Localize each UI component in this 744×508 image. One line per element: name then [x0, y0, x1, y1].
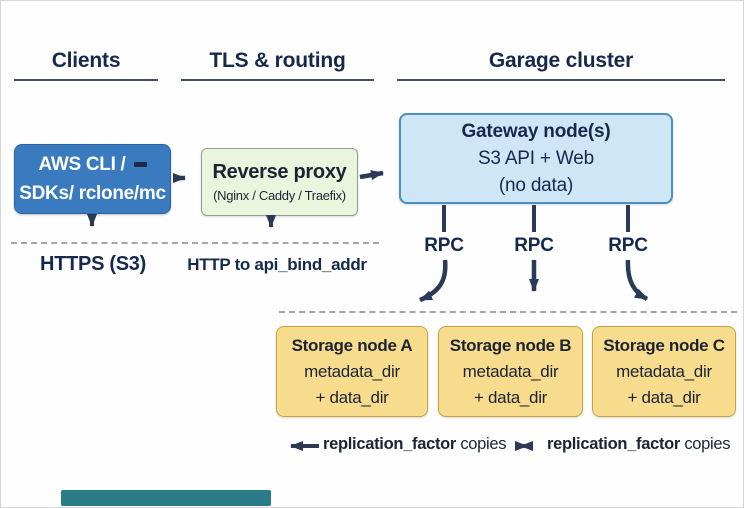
replication-label-1: replication_factor copies	[323, 435, 507, 454]
storage-node-c-title: Storage node C	[603, 335, 725, 355]
gateway-line2: S3 API + Web	[477, 148, 595, 169]
reverse-proxy-box: Reverse proxy (Nginx / Caddy / Traefix)	[201, 148, 358, 216]
header-clients: Clients	[14, 49, 158, 81]
arrow-rpc-left-curved	[419, 259, 448, 303]
divider-dashed-right	[279, 311, 737, 313]
gateway-title: Gateway node(s)	[461, 121, 611, 142]
replication-label-2: replication_factor copies	[547, 435, 731, 454]
header-garage-cluster: Garage cluster	[397, 49, 725, 81]
reverse-proxy-title: Reverse proxy	[212, 161, 347, 183]
header-tls-routing: TLS & routing	[181, 49, 374, 81]
divider-dashed-left	[11, 242, 379, 244]
replication-label-1-bold: replication_factor	[323, 435, 457, 453]
gateway-line3: (no data)	[498, 175, 574, 196]
client-box-line1-text: AWS CLI /	[38, 154, 126, 175]
storage-node-a: Storage node A metadata_dir + data_dir	[276, 326, 428, 417]
storage-node-b: Storage node B metadata_dir + data_dir	[438, 326, 583, 417]
storage-node-b-line2: metadata_dir	[462, 361, 559, 381]
replication-label-2-bold: replication_factor	[547, 435, 681, 453]
storage-node-a-line2: metadata_dir	[304, 361, 400, 381]
storage-node-a-title: Storage node A	[291, 335, 413, 355]
progress-bar[interactable]	[61, 490, 271, 506]
rpc-label-2: RPC	[514, 235, 554, 256]
gateway-box: Gateway node(s) S3 API + Web (no data)	[399, 113, 673, 204]
storage-node-b-line3: + data_dir	[473, 387, 548, 407]
storage-node-a-line3: + data_dir	[315, 387, 389, 407]
client-box-line1: AWS CLI /	[38, 150, 147, 179]
replication-label-1-rest: copies	[456, 435, 507, 453]
label-http-bind-addr: HTTP to api_bind_addr	[187, 255, 367, 274]
storage-node-c: Storage node C metadata_dir + data_dir	[592, 326, 736, 417]
minus-icon	[133, 162, 147, 167]
label-https-s3: HTTPS (S3)	[40, 253, 146, 275]
reverse-proxy-subtitle: (Nginx / Caddy / Traefix)	[213, 188, 346, 203]
replication-label-2-rest: copies	[680, 435, 731, 453]
arrow-rpc-right-curved	[625, 259, 649, 301]
storage-node-b-title: Storage node B	[449, 335, 572, 355]
arrow-proxy-to-gateway	[359, 170, 384, 180]
storage-node-c-line2: metadata_dir	[616, 361, 712, 381]
storage-node-c-line3: + data_dir	[627, 387, 701, 407]
rpc-label-1: RPC	[424, 235, 464, 256]
rpc-label-3: RPC	[608, 235, 648, 256]
client-box-line2: SDKs/ rclone/mc	[19, 183, 166, 204]
client-box: AWS CLI / SDKs/ rclone/mc	[14, 144, 171, 214]
